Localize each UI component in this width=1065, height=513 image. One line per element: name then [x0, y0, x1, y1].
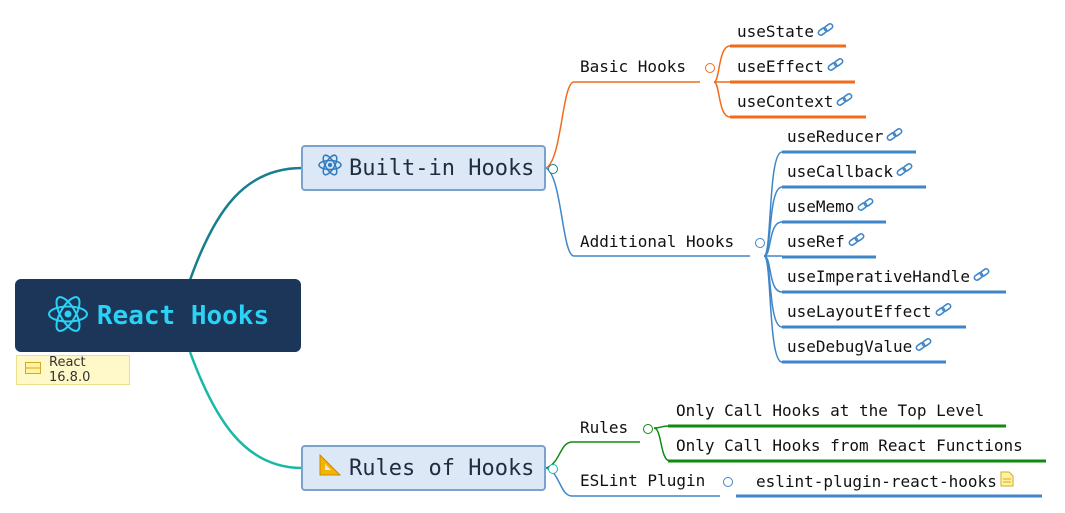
leaf-label: useDebugValue: [787, 337, 913, 356]
link-icon[interactable]: [915, 337, 933, 357]
group-rules[interactable]: Rules: [580, 418, 629, 437]
leaf-usestate[interactable]: useState: [737, 22, 835, 42]
leaf-label: useImperativeHandle: [787, 267, 971, 286]
leaf-label: useState: [737, 22, 815, 41]
branch-label: Rules of Hooks: [349, 455, 535, 481]
collapse-toggle-basic[interactable]: [705, 63, 715, 73]
leaf-usedebugvalue[interactable]: useDebugValue: [787, 337, 933, 357]
leaf-label: useRef: [787, 232, 845, 251]
link-icon[interactable]: [817, 22, 835, 42]
leaf-useimperativehandle[interactable]: useImperativeHandle: [787, 267, 991, 287]
leaf-rule-react-functions[interactable]: Only Call Hooks from React Functions: [676, 436, 1023, 456]
atom-icon: [317, 152, 343, 184]
link-icon[interactable]: [827, 57, 845, 77]
link-icon[interactable]: [896, 162, 914, 182]
leaf-useeffect[interactable]: useEffect: [737, 57, 845, 77]
link-icon[interactable]: [857, 197, 875, 217]
collapse-toggle-rules[interactable]: [548, 464, 558, 474]
leaf-label: useLayoutEffect: [787, 302, 932, 321]
edge-root-builtin: [188, 166, 303, 281]
leaf-usereducer[interactable]: useReducer: [787, 127, 904, 147]
group-eslint-plugin[interactable]: ESLint Plugin: [580, 471, 706, 490]
leaf-label: useMemo: [787, 197, 855, 216]
version-note-text: React 16.8.0: [49, 355, 91, 385]
edge-basic-usecontext: [713, 81, 866, 118]
leaf-label: Only Call Hooks at the Top Level: [676, 401, 985, 420]
leaf-label: useEffect: [737, 57, 824, 76]
link-icon[interactable]: [848, 232, 866, 252]
leaf-uselayouteffect[interactable]: useLayoutEffect: [787, 302, 953, 322]
branch-rules-of-hooks[interactable]: Rules of Hooks: [301, 445, 546, 491]
edge-rules-rules: [545, 441, 640, 469]
collapse-toggle-built-in[interactable]: [548, 164, 558, 174]
leaf-rule-top-level[interactable]: Only Call Hooks at the Top Level: [676, 401, 984, 421]
leaf-usememo[interactable]: useMemo: [787, 197, 875, 217]
link-icon[interactable]: [886, 127, 904, 147]
collapse-toggle-eslint[interactable]: [723, 477, 733, 487]
group-basic-hooks[interactable]: Basic Hooks: [580, 57, 686, 76]
note-icon[interactable]: [1000, 471, 1014, 492]
edge-builtin-basic: [545, 81, 700, 169]
link-icon[interactable]: [836, 92, 854, 112]
branch-built-in-hooks[interactable]: Built-in Hooks: [301, 145, 546, 191]
collapse-toggle-rules-group[interactable]: [643, 424, 653, 434]
leaf-usecallback[interactable]: useCallback: [787, 162, 914, 182]
leaf-label: eslint-plugin-react-hooks: [756, 471, 997, 491]
leaf-usecontext[interactable]: useContext: [737, 92, 854, 112]
react-atom-icon: [47, 294, 89, 338]
leaf-eslint-plugin[interactable]: eslint-plugin-react-hooks: [756, 471, 1014, 492]
version-note[interactable]: React 16.8.0: [16, 355, 130, 385]
link-icon[interactable]: [973, 267, 991, 287]
note-icon: [25, 362, 41, 378]
branch-label: Built-in Hooks: [349, 155, 535, 181]
edge-builtin-additional: [545, 167, 750, 257]
group-additional-hooks[interactable]: Additional Hooks: [580, 232, 735, 251]
edge-root-rules: [188, 351, 303, 470]
collapse-toggle-additional[interactable]: [755, 238, 765, 248]
leaf-label: Only Call Hooks from React Functions: [676, 436, 1023, 455]
leaf-label: useContext: [737, 92, 834, 111]
leaf-label: useCallback: [787, 162, 893, 181]
root-title: React Hooks: [96, 300, 270, 331]
leaf-label: useReducer: [787, 127, 884, 146]
leaf-useref[interactable]: useRef: [787, 232, 866, 252]
edge-basic-usestate: [713, 45, 846, 83]
link-icon[interactable]: [935, 302, 953, 322]
triangle-ruler-icon: [317, 452, 343, 484]
root-node[interactable]: React Hooks: [15, 279, 301, 352]
